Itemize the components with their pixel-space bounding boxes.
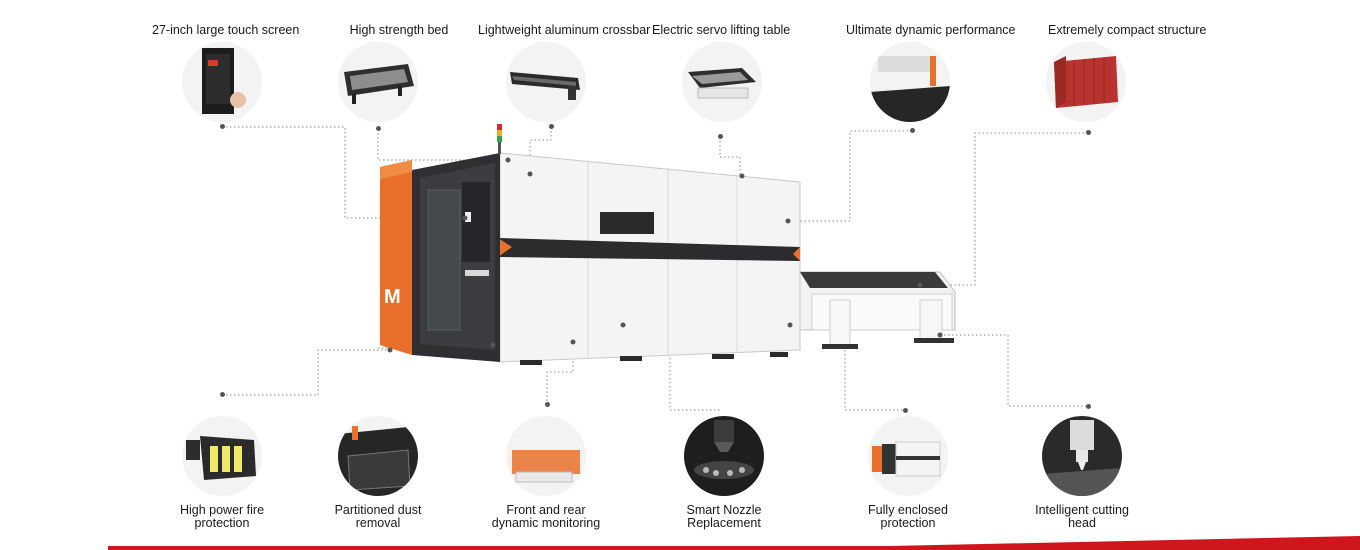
touch-screen-icon: [182, 42, 262, 122]
anchor-dot: [545, 402, 550, 407]
feature-label: Intelligent cutting head: [1035, 503, 1129, 530]
front-frame: [412, 153, 500, 362]
feature-label: High power fire protection: [179, 503, 265, 530]
bed-icon: [338, 42, 418, 122]
feature-label: Partitioned dust removal: [334, 503, 422, 530]
anchor-dot: [220, 392, 225, 397]
anchor-dot: [376, 126, 381, 131]
lifting-table-icon: [682, 42, 762, 122]
anchor-dot: [549, 124, 554, 129]
feature-label: 27-inch large touch screen: [152, 23, 300, 37]
monitoring-icon: [506, 416, 586, 496]
main-enclosure: [498, 152, 801, 363]
anchor-dot: [910, 128, 915, 133]
feature-label: Lightweight aluminum crossbar: [478, 23, 651, 37]
anchor-dot: [1086, 130, 1091, 135]
dynamic-performance-icon: [870, 42, 950, 122]
anchor-dot: [718, 134, 723, 139]
svg-text:M: M: [384, 286, 401, 308]
status-light: [497, 124, 502, 154]
decorative-red-bar: [108, 546, 1360, 550]
anchor-dot: [1086, 404, 1091, 409]
leader-monitoring: [546, 342, 574, 405]
leader-enclosed: [790, 324, 905, 411]
feature-label: Fully enclosed protection: [868, 503, 948, 530]
machine-feet: [520, 352, 788, 365]
feature-label: Electric servo lifting table: [652, 23, 791, 37]
feature-label: High strength bed: [349, 23, 449, 37]
anchor-dot: [903, 408, 908, 413]
cutting-head-icon: [1042, 416, 1122, 496]
dust-removal-icon: [338, 416, 418, 496]
feature-label: Extremely compact structure: [1048, 23, 1207, 37]
anchor-dot: [220, 124, 225, 129]
leader-lifting-table: [719, 137, 741, 176]
crossbar-icon: [506, 42, 586, 122]
exchange-table: [775, 271, 956, 349]
anchor-dots: [387, 157, 943, 353]
nozzle-icon: [684, 416, 764, 496]
container-icon: [1046, 42, 1126, 122]
feature-label: Ultimate dynamic performance: [846, 23, 1016, 37]
leader-nozzle: [623, 324, 720, 411]
enclosure-icon: [868, 416, 948, 496]
decorative-red-wedge: [889, 536, 1360, 546]
feature-label: Smart Nozzle Replacement: [686, 503, 762, 530]
leader-touch-screen: [222, 126, 465, 219]
fire-protection-icon: [182, 416, 262, 496]
feature-label: Front and rear dynamic monitoring: [491, 503, 601, 530]
leader-fire: [222, 349, 390, 396]
orange-side-panel: M: [380, 160, 412, 355]
